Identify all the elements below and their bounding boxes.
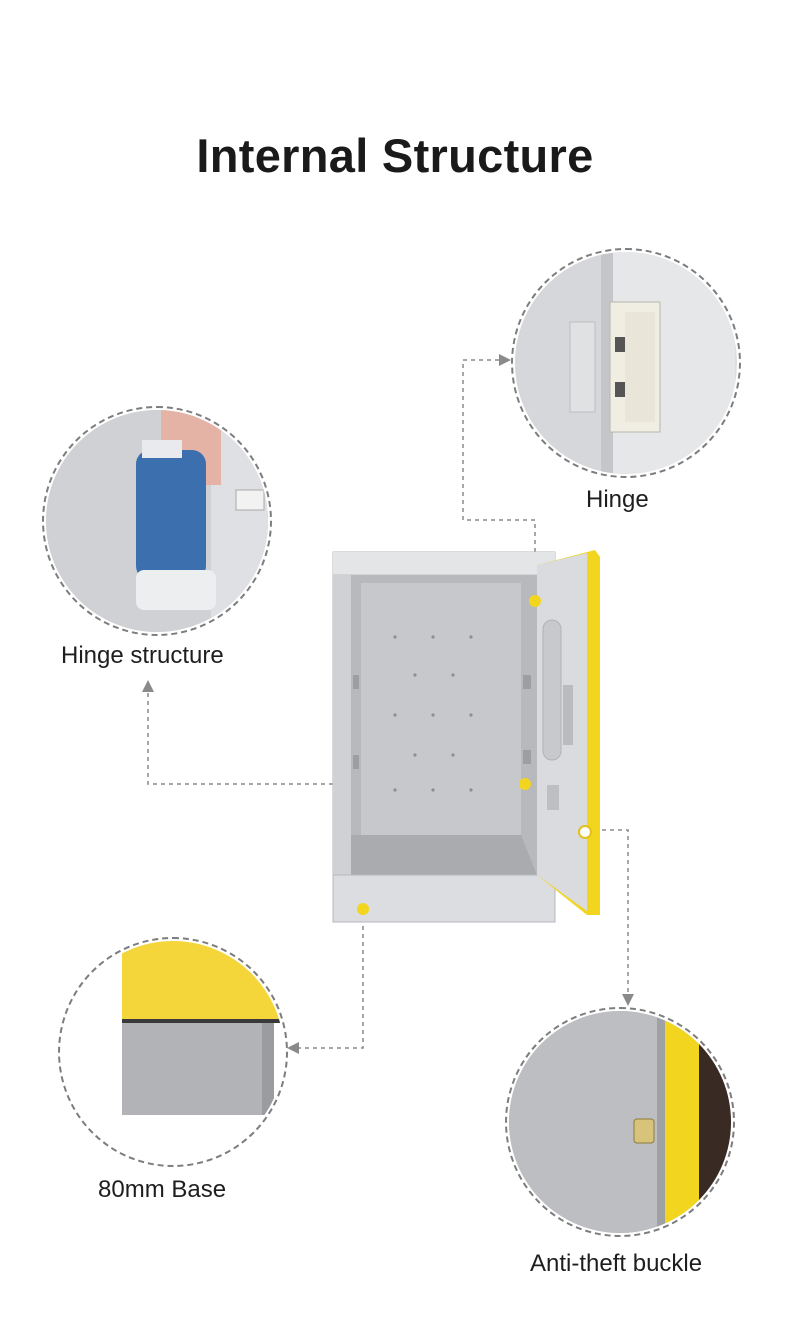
label-base: 80mm Base bbox=[98, 1176, 227, 1203]
locker-illustration bbox=[332, 550, 600, 923]
connector-hinge bbox=[462, 354, 536, 600]
connector-base bbox=[287, 910, 364, 1054]
base-closeup bbox=[62, 941, 284, 1163]
marker-anti-theft bbox=[578, 825, 592, 839]
base-ring bbox=[58, 937, 288, 1167]
connector-anti-theft bbox=[586, 829, 634, 1006]
hinge-closeup bbox=[515, 252, 737, 474]
hinge-structure-closeup bbox=[46, 410, 268, 632]
marker-hinge-structure bbox=[519, 778, 531, 790]
marker-hinge bbox=[529, 595, 541, 607]
label-hinge-structure: Hinge structure bbox=[61, 642, 224, 669]
buckle-closeup bbox=[509, 1011, 731, 1233]
marker-base bbox=[357, 903, 369, 915]
page-title: Internal Structure bbox=[196, 129, 594, 182]
anti-theft-ring bbox=[505, 1007, 735, 1237]
label-anti-theft: Anti-theft buckle bbox=[530, 1250, 703, 1277]
label-hinge: Hinge bbox=[586, 486, 649, 513]
hinge-structure-ring bbox=[42, 406, 272, 636]
connector-hinge-structure bbox=[142, 680, 525, 785]
hinge-ring bbox=[511, 248, 741, 478]
